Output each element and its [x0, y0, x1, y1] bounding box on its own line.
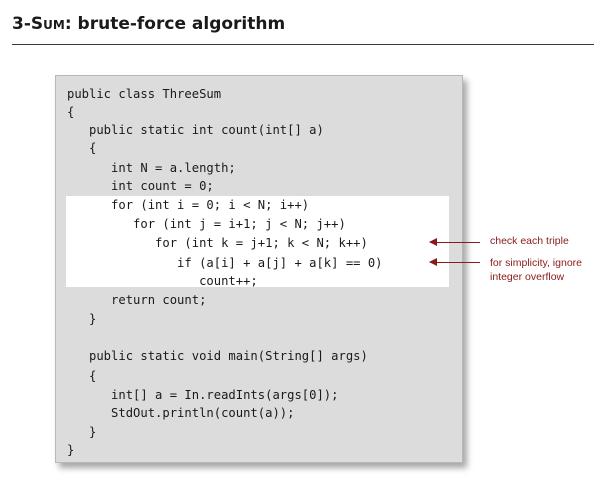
annotation-check-triple: check each triple	[490, 235, 569, 247]
code-line-16: {	[67, 369, 97, 383]
annotation-overflow-line1: for simplicity, ignore	[490, 257, 582, 269]
code-line-13: }	[67, 312, 97, 326]
code-line-17: int[] a = In.readInts(args[0]);	[67, 388, 339, 402]
slide-title: 3-Sum: brute-force algorithm	[12, 14, 285, 34]
code-line-12: return count;	[67, 293, 207, 307]
annotation-overflow-line2: integer overflow	[490, 271, 565, 283]
code-line-10: if (a[i] + a[j] + a[k] == 0)	[67, 256, 383, 270]
loop-highlight	[66, 196, 449, 287]
code-line-4: {	[67, 141, 97, 155]
code-line-11: count++;	[67, 274, 258, 288]
arrow-left-icon	[429, 258, 480, 266]
title-smallcaps: Sum	[30, 14, 65, 34]
code-line-1: public class ThreeSum	[67, 87, 222, 101]
code-line-20: }	[67, 443, 75, 457]
code-panel: public class ThreeSum { public static in…	[55, 75, 463, 463]
title-prefix: 3-	[12, 14, 31, 34]
code-line-2: {	[67, 105, 75, 119]
title-rest: : brute-force algorithm	[64, 14, 286, 34]
code-line-9: for (int k = j+1; k < N; k++)	[67, 236, 368, 250]
code-line-15: public static void main(String[] args)	[67, 349, 368, 363]
code-line-5: int N = a.length;	[67, 161, 236, 175]
code-line-18: StdOut.println(count(a));	[67, 406, 295, 420]
code-line-7: for (int i = 0; i < N; i++)	[67, 198, 310, 212]
code-line-19: }	[67, 425, 97, 439]
code-line-8: for (int j = i+1; j < N; j++)	[67, 217, 346, 231]
code-line-3: public static int count(int[] a)	[67, 123, 324, 137]
arrow-left-icon	[429, 238, 480, 246]
code-line-6: int count = 0;	[67, 179, 214, 193]
title-rule	[12, 44, 594, 45]
